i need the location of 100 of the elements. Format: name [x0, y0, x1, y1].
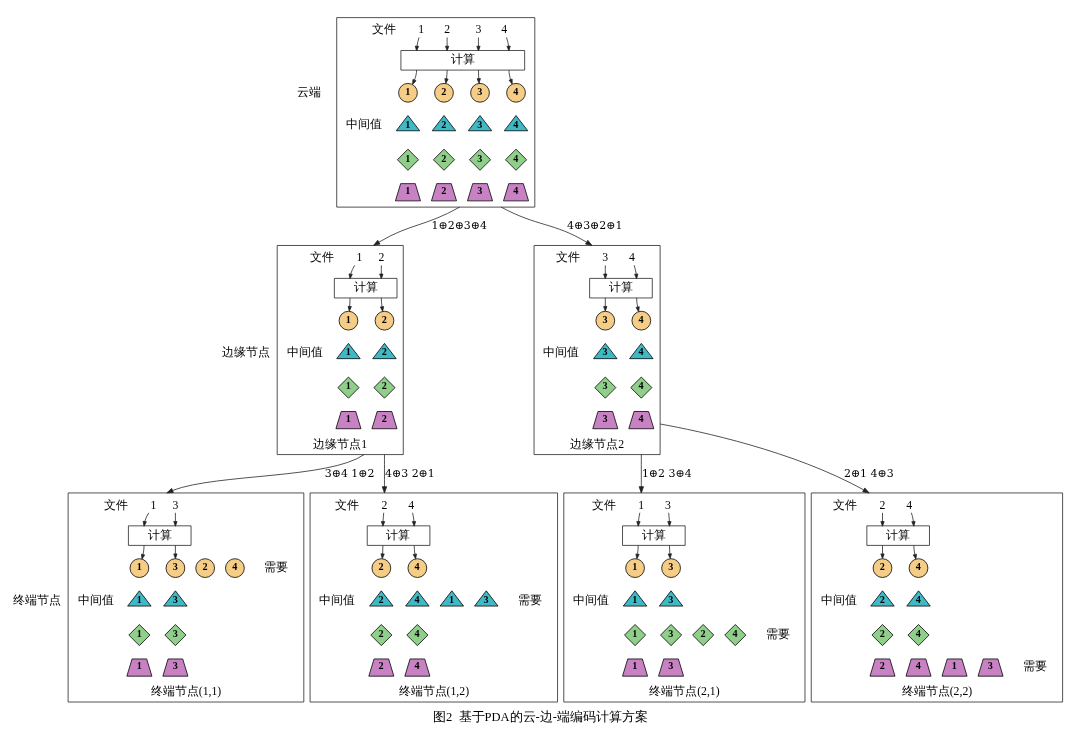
- node-circle: 3: [469, 83, 490, 103]
- node-box: 计算: [865, 525, 930, 546]
- arrow: [412, 545, 417, 560]
- node-diamond: 2: [432, 148, 455, 171]
- node-diamond: 3: [468, 148, 491, 171]
- node-box: 计算: [621, 525, 686, 546]
- caption: 图2 基于PDA的云-边-端编码计算方案: [432, 710, 648, 725]
- node-diamond: 4: [723, 624, 746, 647]
- node-circle: 4: [631, 310, 651, 331]
- arrow: [475, 37, 480, 52]
- node-circle: 1: [624, 558, 645, 578]
- arrow: [411, 69, 417, 85]
- node-text: 4: [905, 498, 912, 512]
- label: 终端节点: [12, 593, 61, 607]
- node-circle: 3: [660, 558, 681, 578]
- node-circle: 4: [908, 558, 928, 578]
- node-text: 2: [443, 23, 450, 37]
- label: 中间值: [572, 593, 609, 607]
- node-circle: 2: [872, 558, 892, 578]
- edge-label: 1⊕2 3⊕4: [641, 466, 692, 480]
- node-diamond: 3: [659, 624, 682, 647]
- arrow: [500, 206, 592, 246]
- label: 中间值: [542, 346, 579, 360]
- node-circle: 3: [595, 310, 615, 331]
- node-box: 计算: [400, 50, 525, 71]
- arrow: [659, 423, 870, 494]
- cluster: [335, 17, 535, 208]
- label: 文件: [832, 498, 857, 512]
- arrow: [347, 297, 352, 312]
- arrow: [142, 512, 149, 527]
- node-text: 4: [500, 23, 507, 37]
- arrow: [638, 454, 644, 494]
- node-text: 2: [879, 498, 885, 512]
- node-diamond: 2: [871, 624, 893, 647]
- arrow: [602, 297, 607, 312]
- arrow: [380, 512, 385, 527]
- node-box: 计算: [127, 525, 191, 546]
- label: 文件: [555, 251, 580, 265]
- node-circle: 2: [194, 558, 215, 578]
- edge-label: 1⊕2⊕3⊕4: [431, 219, 487, 233]
- arrow: [372, 206, 460, 246]
- node-diamond: 1: [623, 624, 646, 647]
- node-text: 3: [601, 251, 608, 265]
- label: 文件: [371, 23, 396, 37]
- node-text: 3: [664, 498, 671, 512]
- arrow: [443, 69, 448, 84]
- node-diamond: 4: [629, 376, 652, 399]
- arrow: [666, 512, 671, 527]
- arrow: [667, 545, 672, 559]
- node-circle: 2: [433, 83, 454, 103]
- label: 需要: [517, 593, 542, 607]
- label: 中间值: [77, 593, 114, 607]
- node-circle: 2: [374, 310, 394, 331]
- edge-label: 3⊕4 1⊕2: [324, 466, 374, 480]
- arrow: [602, 265, 607, 280]
- arrow: [635, 297, 640, 313]
- node-text: 1: [417, 23, 424, 37]
- label: 中间值: [318, 593, 355, 607]
- label: 需要: [765, 627, 790, 641]
- edge-label: 4⊕3⊕2⊕1: [566, 219, 622, 233]
- arrow: [165, 454, 364, 494]
- node-text: 1: [637, 498, 644, 512]
- node-diamond: 1: [127, 624, 150, 647]
- arrow: [172, 545, 177, 559]
- arrow: [508, 69, 513, 85]
- node-diamond: 2: [373, 376, 395, 399]
- node-text: 1: [355, 251, 362, 265]
- node-diamond: 4: [405, 624, 428, 647]
- arrow: [381, 454, 387, 494]
- arrow: [380, 545, 385, 559]
- node-circle: 1: [397, 83, 418, 103]
- arrow: [348, 265, 355, 280]
- node-text: 3: [171, 498, 178, 512]
- node-diamond: 1: [337, 376, 359, 399]
- arrow: [635, 512, 640, 527]
- node-diamond: 3: [163, 624, 186, 647]
- arrow: [635, 545, 640, 560]
- arrow: [633, 264, 638, 280]
- arrow: [505, 37, 511, 52]
- node-diamond: 2: [369, 624, 392, 647]
- arrow: [476, 69, 481, 84]
- arrow: [379, 297, 384, 312]
- node-diamond: 1: [396, 148, 419, 171]
- node-text: 1: [150, 498, 156, 512]
- label: 边缘节点: [221, 346, 270, 360]
- node-circle: 3: [165, 558, 185, 578]
- node-circle: 1: [338, 310, 358, 331]
- arrow: [172, 512, 177, 527]
- node-text: 3: [475, 23, 481, 37]
- label: 文件: [334, 498, 359, 512]
- node-diamond: 2: [691, 624, 714, 647]
- label: 中间值: [286, 346, 323, 360]
- node-diamond: 4: [907, 624, 929, 647]
- label: 文件: [309, 251, 334, 265]
- label: 云端: [296, 85, 321, 99]
- label: 中间值: [345, 118, 382, 132]
- node-diamond: 3: [593, 376, 616, 399]
- label: 文件: [103, 498, 128, 512]
- node-box: 计算: [588, 278, 653, 299]
- arrow: [140, 545, 145, 560]
